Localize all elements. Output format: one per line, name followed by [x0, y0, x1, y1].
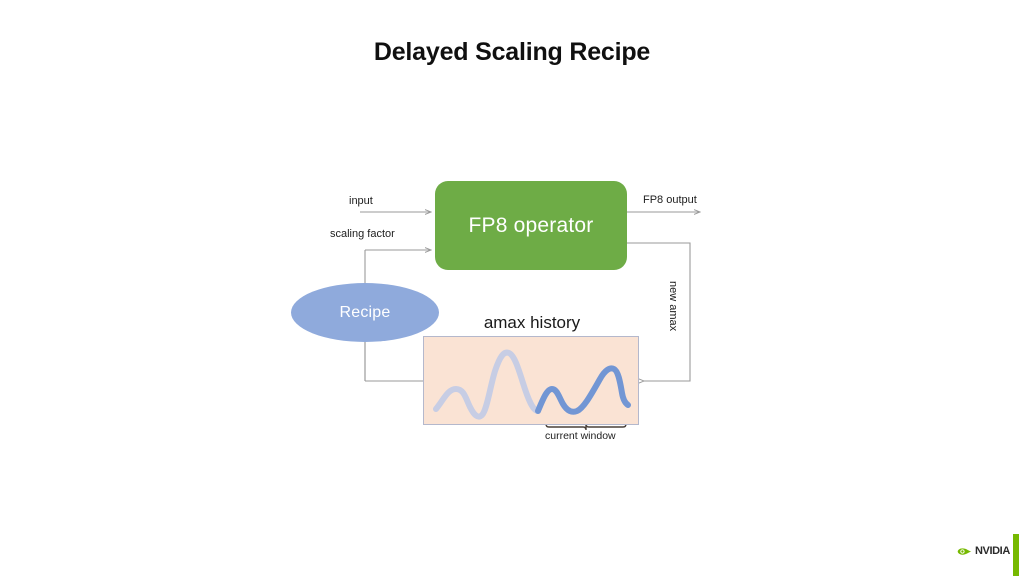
- amax-history-title: amax history: [483, 313, 581, 332]
- accent-bar: [1013, 534, 1019, 576]
- nvidia-eye-icon: [957, 548, 972, 555]
- edge-label-scaling-factor: scaling factor: [330, 228, 395, 240]
- nvidia-wordmark: NVIDIA: [975, 545, 1010, 557]
- node-fp8-operator: FP8 operator: [435, 181, 627, 270]
- recipe-label: Recipe: [339, 303, 391, 321]
- node-recipe: Recipe: [291, 283, 439, 342]
- series-history-past: [433, 349, 541, 420]
- fp8-operator-label: FP8 operator: [468, 213, 594, 237]
- nvidia-logo: NVIDIA: [957, 546, 1010, 557]
- amax-history-chart: [433, 349, 631, 420]
- page-title: Delayed Scaling Recipe: [373, 38, 651, 66]
- connector-new-amax: [627, 242, 691, 381]
- edge-label-fp8-output: FP8 output: [643, 194, 697, 206]
- annotation-current-window: current window: [545, 430, 616, 442]
- edge-label-new-amax: new amax: [667, 281, 679, 332]
- series-current-window: [535, 365, 631, 415]
- amax-history-panel: [423, 336, 639, 425]
- edge-label-input: input: [349, 195, 373, 207]
- current-window-brace: [545, 401, 627, 431]
